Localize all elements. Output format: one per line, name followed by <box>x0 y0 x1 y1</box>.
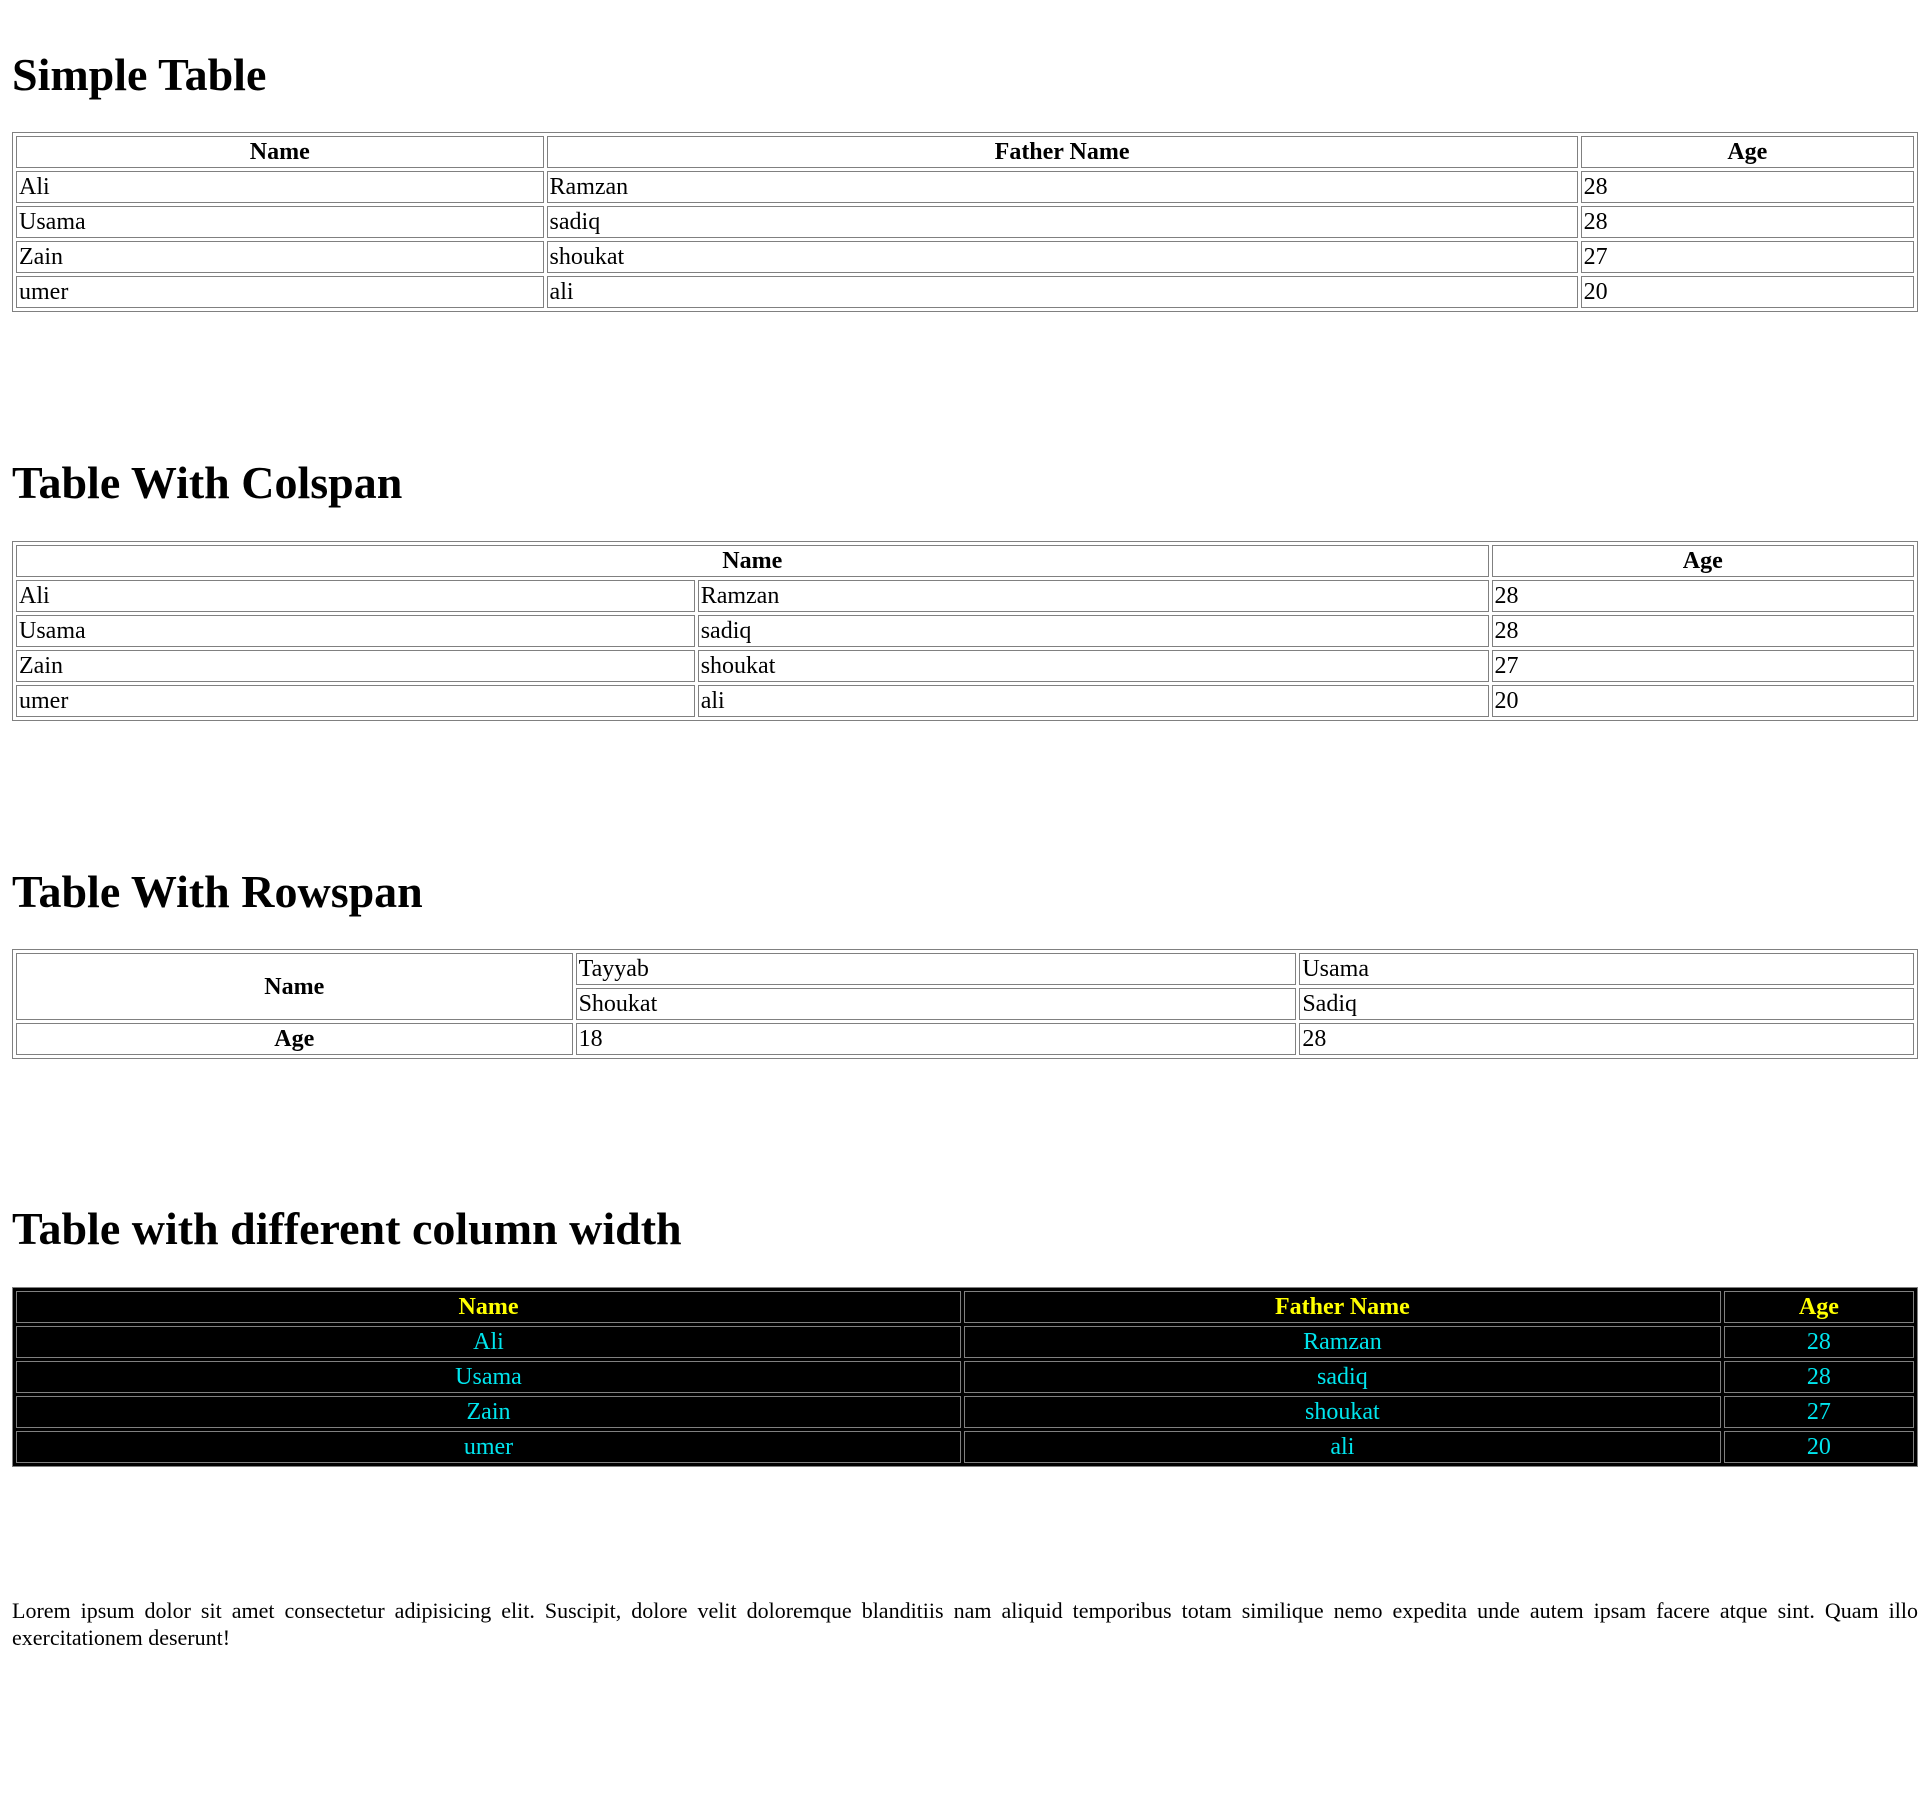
cell-age: 28 <box>1491 580 1914 612</box>
table-row: Shoukat Sadiq <box>16 988 1914 1020</box>
cell-name: Ali <box>16 1326 961 1358</box>
cell-age: 27 <box>1580 241 1914 273</box>
table-header-row: Name Father Name Age <box>16 136 1914 168</box>
header-name: Name <box>16 136 544 168</box>
cell-age: 28 <box>1299 1023 1914 1055</box>
table-header-row: Name Age <box>16 545 1914 577</box>
cell-name: Ali <box>16 580 695 612</box>
cell-age: 20 <box>1723 1431 1914 1463</box>
cell-father-name: ali <box>546 276 1578 308</box>
rowspan-table-title: Table With Rowspan <box>12 866 423 917</box>
header-name: Name <box>16 953 573 1020</box>
cell-name: umer <box>16 1431 961 1463</box>
table-row: Zain shoukat 27 <box>16 241 1914 273</box>
cell-name: umer <box>16 276 544 308</box>
cell-father-name: sadiq <box>697 615 1489 647</box>
cell-name: Ali <box>16 171 544 203</box>
table-row: Ali Ramzan 28 <box>16 171 1914 203</box>
table-header-row: Name Father Name Age <box>16 1291 1914 1323</box>
cell-age: 20 <box>1580 276 1914 308</box>
header-age: Age <box>1580 136 1914 168</box>
table-row: Age 18 28 <box>16 1023 1914 1055</box>
table-row: Zain shoukat 27 <box>16 650 1914 682</box>
cell-name: Usama <box>1299 953 1914 985</box>
cell-father-name: shoukat <box>697 650 1489 682</box>
cell-age: 28 <box>1580 206 1914 238</box>
table-row: Ali Ramzan 28 <box>16 1326 1914 1358</box>
rowspan-table: Name Tayyab Usama Shoukat Sadiq Age 18 2… <box>12 949 1918 1059</box>
colspan-table-title: Table With Colspan <box>12 457 403 508</box>
table-row: Usama sadiq 28 <box>16 1361 1914 1393</box>
cell-name: Shoukat <box>575 988 1297 1020</box>
cell-father-name: shoukat <box>546 241 1578 273</box>
header-name: Name <box>16 545 1489 577</box>
cell-name: Usama <box>16 1361 961 1393</box>
table-row: umer ali 20 <box>16 276 1914 308</box>
header-father-name: Father Name <box>546 136 1578 168</box>
table-row: Usama sadiq 28 <box>16 206 1914 238</box>
simple-table: Name Father Name Age Ali Ramzan 28 Usama… <box>12 132 1918 312</box>
header-age: Age <box>1491 545 1914 577</box>
cell-father-name: ali <box>963 1431 1721 1463</box>
cell-father-name: Ramzan <box>697 580 1489 612</box>
cell-name: Usama <box>16 206 544 238</box>
cell-age: 28 <box>1723 1361 1914 1393</box>
cell-name: Zain <box>16 1396 961 1428</box>
cell-name: Sadiq <box>1299 988 1914 1020</box>
cell-age: 28 <box>1491 615 1914 647</box>
cell-father-name: sadiq <box>546 206 1578 238</box>
width-table-title: Table with different column width <box>12 1203 682 1254</box>
cell-age: 28 <box>1580 171 1914 203</box>
cell-father-name: Ramzan <box>963 1326 1721 1358</box>
header-age: Age <box>1723 1291 1914 1323</box>
cell-name: Zain <box>16 241 544 273</box>
cell-age: 27 <box>1491 650 1914 682</box>
cell-age: 28 <box>1723 1326 1914 1358</box>
header-name: Name <box>16 1291 961 1323</box>
cell-father-name: shoukat <box>963 1396 1721 1428</box>
cell-age: 27 <box>1723 1396 1914 1428</box>
header-father-name: Father Name <box>963 1291 1721 1323</box>
cell-age: 18 <box>575 1023 1297 1055</box>
header-age: Age <box>16 1023 573 1055</box>
cell-name: Usama <box>16 615 695 647</box>
lorem-paragraph: Lorem ipsum dolor sit amet consectetur a… <box>12 1598 1918 1650</box>
simple-table-title: Simple Table <box>12 49 267 100</box>
table-row: Ali Ramzan 28 <box>16 580 1914 612</box>
cell-name: Zain <box>16 650 695 682</box>
table-row: Zain shoukat 27 <box>16 1396 1914 1428</box>
table-row: umer ali 20 <box>16 1431 1914 1463</box>
table-row: umer ali 20 <box>16 685 1914 717</box>
colspan-table: Name Age Ali Ramzan 28 Usama sadiq 28 Za… <box>12 541 1918 721</box>
cell-name: Tayyab <box>575 953 1297 985</box>
table-row: Name Tayyab Usama <box>16 953 1914 1020</box>
cell-age: 20 <box>1491 685 1914 717</box>
cell-father-name: sadiq <box>963 1361 1721 1393</box>
cell-father-name: Ramzan <box>546 171 1578 203</box>
width-table: Name Father Name Age Ali Ramzan 28 Usama… <box>12 1287 1918 1467</box>
table-row: Usama sadiq 28 <box>16 615 1914 647</box>
cell-name: umer <box>16 685 695 717</box>
cell-father-name: ali <box>697 685 1489 717</box>
